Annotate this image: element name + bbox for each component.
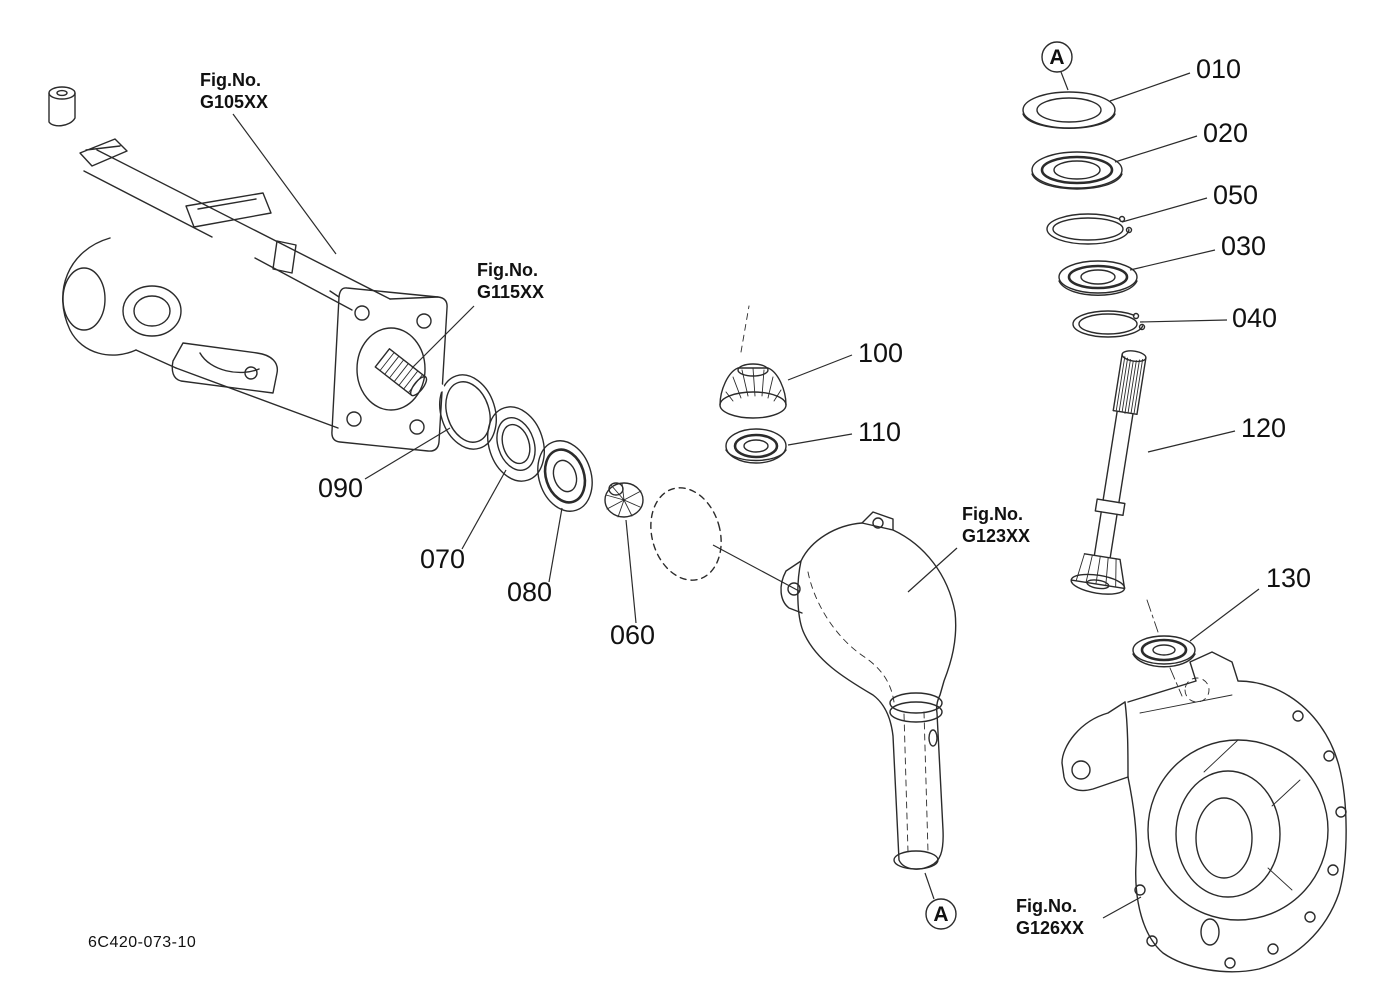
part-010-seal-drawing (1022, 91, 1116, 129)
part-label-120: 120 (1241, 413, 1286, 443)
marker-a-bottom-text: A (933, 903, 948, 926)
view-marker-a-bottom (924, 872, 957, 930)
drawing-number: 6C420-073-10 (88, 934, 196, 951)
part-label-090: 090 (318, 473, 363, 503)
part-060-bevel-gear-drawing (604, 482, 644, 518)
part-050-snap-ring-drawing (1046, 213, 1137, 245)
bevel-gear-case-drawing (780, 511, 957, 870)
leader-lines (232, 72, 1260, 919)
part-100-bevel-gear-drawing (719, 305, 787, 419)
part-label-070: 070 (420, 544, 465, 574)
fig-ref-g105xx-line2: G105XX (200, 92, 268, 112)
part-label-030: 030 (1221, 231, 1266, 261)
fig-ref-g123xx-line1: Fig.No. (962, 504, 1023, 524)
part-label-010: 010 (1196, 54, 1241, 84)
part-label-050: 050 (1213, 180, 1258, 210)
part-030-bearing-drawing (1058, 260, 1138, 296)
part-090-snap-ring-drawing (427, 374, 497, 450)
differential-shaft-stub-drawing (374, 348, 428, 397)
view-marker-a-top (1041, 41, 1073, 91)
part-label-100: 100 (858, 338, 903, 368)
part-label-130: 130 (1266, 563, 1311, 593)
fig-ref-g115xx-line2: G115XX (477, 282, 544, 302)
part-130-bearing-drawing (1132, 635, 1196, 668)
part-number-labels: 010 020 050 030 040 120 130 100 110 090 … (318, 54, 1311, 650)
marker-a-top-text: A (1049, 46, 1064, 69)
part-label-080: 080 (507, 577, 552, 607)
gasket-dashed-outline (650, 487, 800, 592)
front-axle-housing-drawing (48, 86, 391, 429)
part-080-bearing-drawing (537, 440, 593, 512)
part-020-bearing-drawing (1031, 151, 1123, 190)
part-label-060: 060 (610, 620, 655, 650)
figure-reference-labels: Fig.No. G105XX Fig.No. G115XX Fig.No. G1… (200, 70, 1084, 938)
fig-ref-g115xx-line1: Fig.No. (477, 260, 538, 280)
part-label-110: 110 (858, 417, 901, 447)
fig-ref-g105xx-line1: Fig.No. (200, 70, 261, 90)
part-120-bevel-pinion-shaft-drawing (1070, 350, 1147, 595)
front-gear-case-drawing (1061, 651, 1347, 973)
part-label-020: 020 (1203, 118, 1248, 148)
fig-ref-g126xx-line2: G126XX (1016, 918, 1084, 938)
fig-ref-g123xx-line2: G123XX (962, 526, 1030, 546)
fig-ref-g126xx-line1: Fig.No. (1016, 896, 1077, 916)
axle-flange-drawing (329, 287, 448, 452)
part-040-snap-ring-drawing (1072, 310, 1151, 338)
part-label-040: 040 (1232, 303, 1277, 333)
part-110-bearing-drawing (725, 428, 787, 464)
shaft-centerline (1146, 599, 1183, 697)
part-070-seal-drawing (487, 406, 545, 482)
